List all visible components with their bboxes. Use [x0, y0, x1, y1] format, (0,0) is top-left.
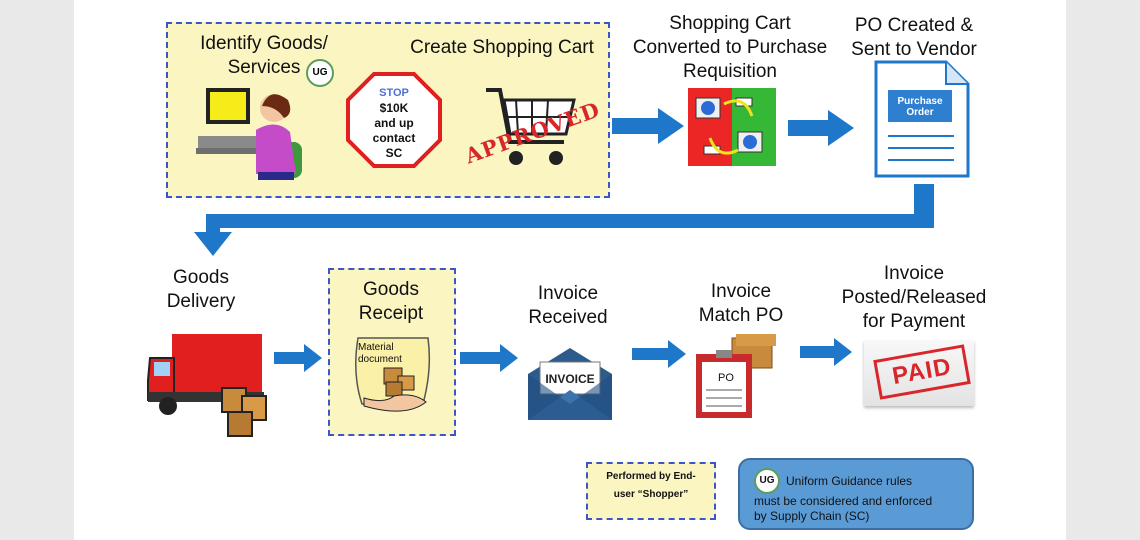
cart-converted-line-3: Requisition	[683, 61, 777, 82]
goods-receipt-line-2: Receipt	[358, 303, 424, 324]
ug-legend-line-1-wrap: UG Uniform Guidance rules	[754, 468, 962, 494]
material-document-text: Material document	[358, 342, 418, 366]
paid-stamp-card	[864, 340, 974, 406]
invoice-match-line-1: Invoice	[710, 281, 772, 302]
cart-converted-label: Shopping Cart Converted to Purchase Requ…	[620, 12, 840, 84]
stop-line-3: contact	[372, 131, 416, 145]
ug-legend-badge: UG	[754, 468, 780, 494]
shopper-legend: Performed by End- user “Shopper”	[586, 462, 716, 520]
cart-converted-line-2: Converted to Purchase	[632, 37, 828, 58]
invoice-posted-line-1: Invoice	[883, 263, 945, 284]
invoice-posted-line-3: for Payment	[862, 311, 966, 332]
material-document-icon	[355, 337, 431, 412]
goods-delivery-line-1: Goods	[173, 267, 229, 288]
process-canvas: Identify Goods/ Services UG Create Shopp…	[74, 0, 1066, 540]
ug-legend: UG Uniform Guidance rules must be consid…	[738, 458, 974, 530]
computer-exchange-icon	[688, 88, 776, 166]
goods-delivery-line-2: Delivery	[166, 291, 236, 312]
arrow-to-invoice-received	[460, 344, 518, 372]
ug-legend-line-2: must be considered and enforced	[754, 494, 933, 508]
identify-line-1: Identify Goods/	[200, 33, 328, 54]
create-cart-label: Create Shopping Cart	[410, 37, 594, 58]
stop-sign-icon	[346, 72, 442, 168]
order-word: Order	[906, 107, 934, 118]
invoice-received-label: Invoice Received	[510, 282, 626, 330]
shopper-legend-line-2: user “Shopper”	[613, 489, 689, 500]
shopping-cart-icon	[486, 88, 576, 165]
goods-receipt-line-1: Goods	[363, 279, 419, 300]
ug-legend-line-1: Uniform Guidance rules	[786, 473, 913, 488]
person-at-computer-icon	[196, 88, 302, 180]
invoice-received-line-2: Received	[528, 307, 608, 328]
invoice-match-label: Invoice Match PO	[686, 280, 796, 328]
stop-sign-text: STOP $10K and up contact SC	[346, 86, 442, 161]
material-word: Material	[358, 342, 394, 353]
identify-goods-label: Identify Goods/ Services	[184, 32, 344, 80]
identify-line-2-text: Services	[227, 57, 301, 78]
cart-converted-line-1: Shopping Cart	[669, 13, 791, 34]
invoice-posted-line-2: Posted/Released	[841, 287, 987, 308]
document-word: document	[358, 354, 402, 365]
arrow-to-receipt	[274, 344, 322, 372]
invoice-posted-label: Invoice Posted/Released for Payment	[834, 262, 994, 334]
invoice-match-line-2: Match PO	[698, 305, 784, 326]
ug-legend-line-3: by Supply Chain (SC)	[754, 509, 870, 523]
stop-line-4: SC	[385, 146, 403, 160]
po-created-label: PO Created & Sent to Vendor	[842, 14, 986, 62]
po-created-line-2: Sent to Vendor	[851, 39, 977, 60]
invoice-received-line-1: Invoice	[537, 283, 599, 304]
stop-line-2: and up	[374, 116, 414, 130]
purchase-word: Purchase	[897, 96, 943, 107]
purchase-order-text: Purchase Order	[888, 96, 952, 118]
stop-line-1: $10K	[379, 101, 409, 115]
ug-badge: UG	[306, 59, 334, 87]
stop-word: STOP	[379, 87, 409, 99]
identify-line-2: Services	[184, 56, 344, 80]
delivery-truck-icon	[147, 334, 267, 437]
po-clipboard-icon	[696, 334, 776, 418]
return-arrow	[194, 184, 934, 256]
po-created-line-1: PO Created &	[854, 15, 974, 36]
invoice-envelope-text: INVOICE	[545, 372, 595, 386]
arrow-to-payment	[800, 338, 852, 366]
po-clipboard-text: PO	[718, 372, 734, 384]
invoice-envelope-icon	[528, 348, 612, 420]
arrow-to-match	[632, 340, 686, 368]
arrow-to-po	[788, 110, 854, 146]
arrow-to-requisition	[612, 108, 684, 144]
goods-receipt-label: Goods Receipt	[336, 278, 446, 326]
goods-delivery-label: Goods Delivery	[146, 266, 256, 314]
shopper-legend-line-1: Performed by End-	[606, 471, 696, 482]
purchase-order-document-icon	[874, 60, 970, 178]
